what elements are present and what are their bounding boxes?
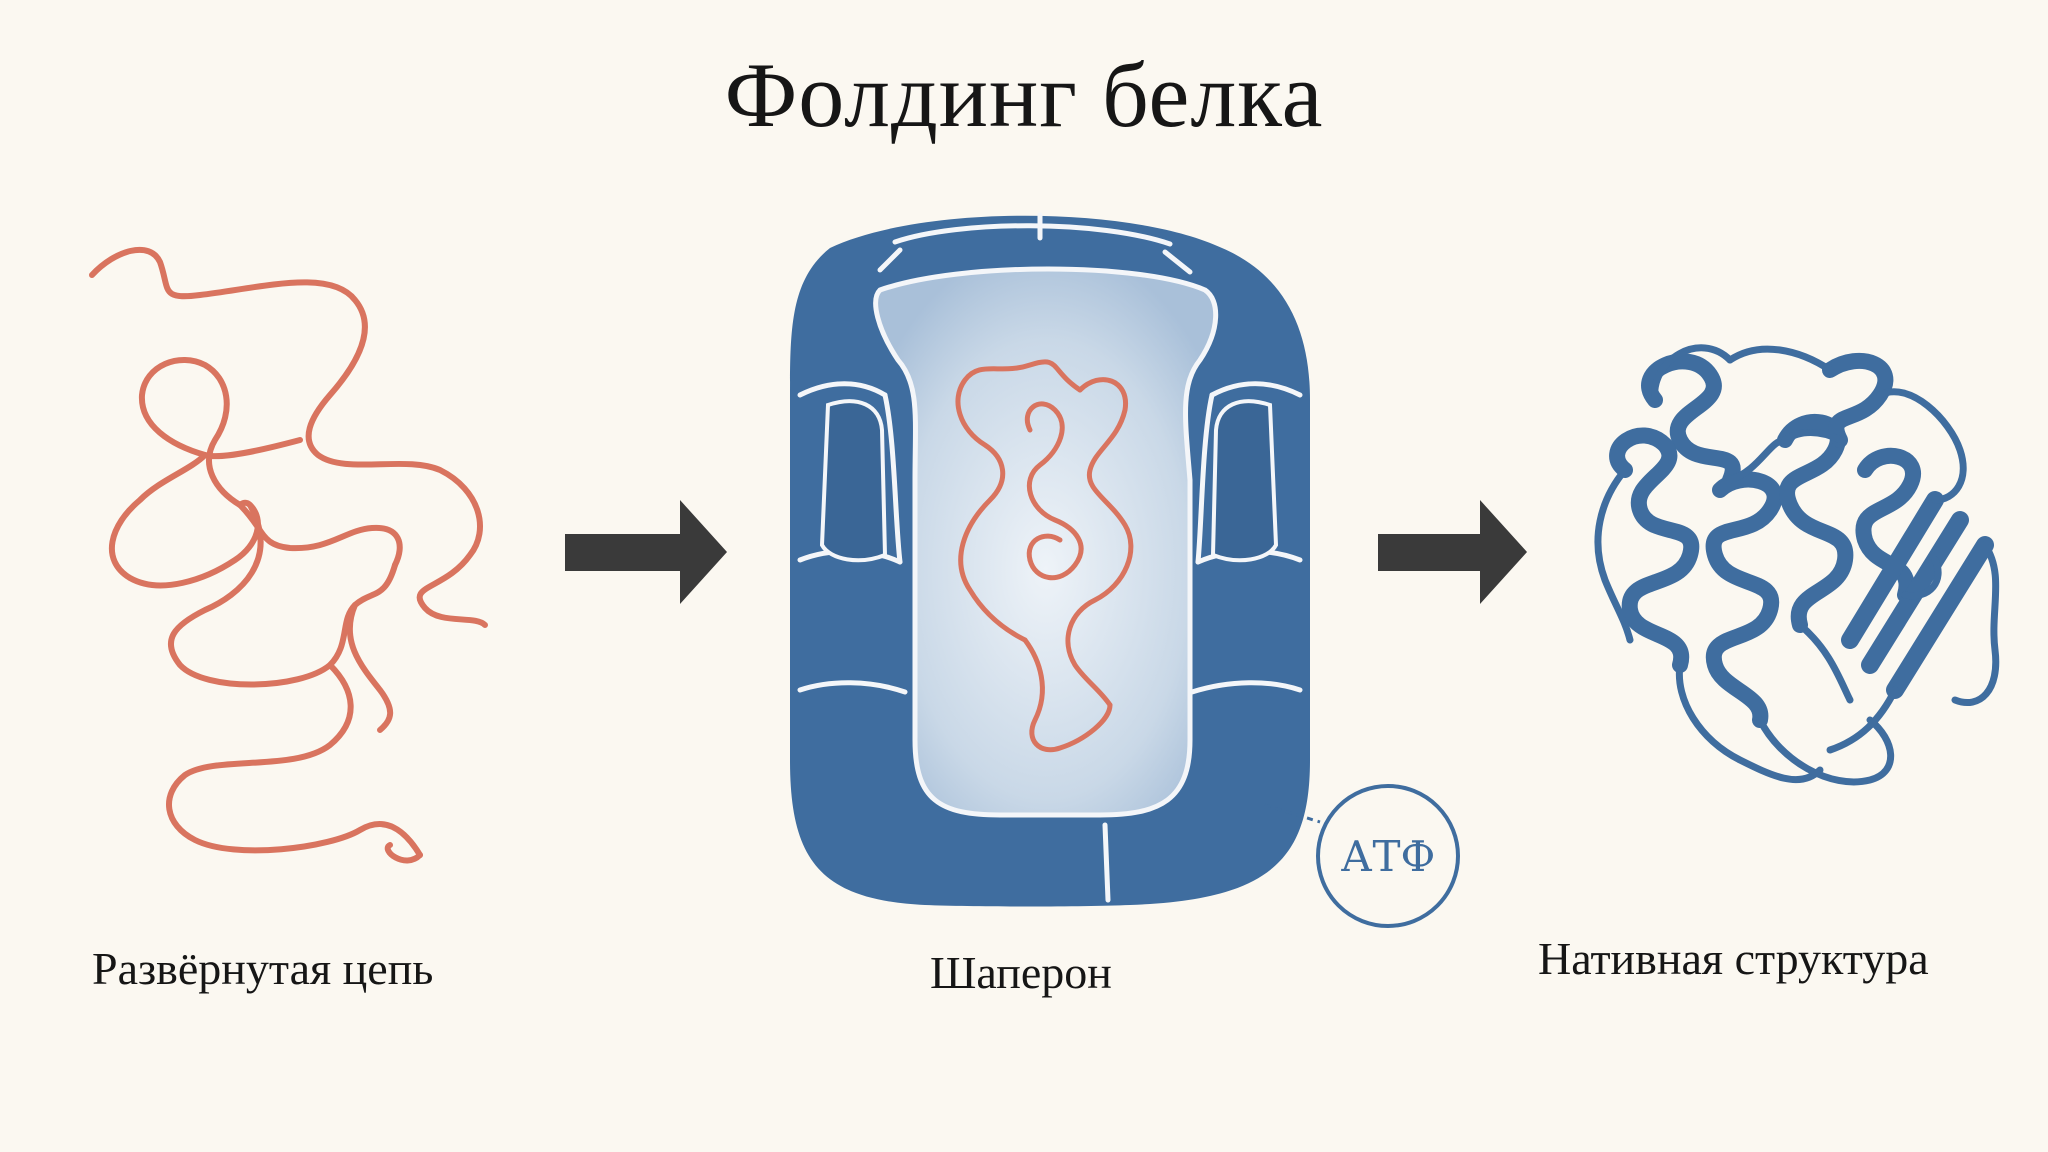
native-structure-label: Нативная структура: [1538, 933, 1929, 984]
chaperone-label: Шаперон: [930, 947, 1112, 998]
unfolded-chain-label: Развёрнутая цепь: [92, 943, 434, 994]
atp-label: АТФ: [1341, 832, 1436, 881]
atp-circle: [1316, 784, 1460, 928]
chaperone-complex: АТФ: [790, 212, 1460, 928]
diagram-title: Фолдинг белка: [724, 44, 1324, 146]
arrow-right-icon: [1378, 500, 1527, 604]
arrow-right-icon: [565, 500, 727, 604]
unfolded-chain: [89, 246, 488, 864]
native-protein-structure: [1594, 344, 2000, 786]
